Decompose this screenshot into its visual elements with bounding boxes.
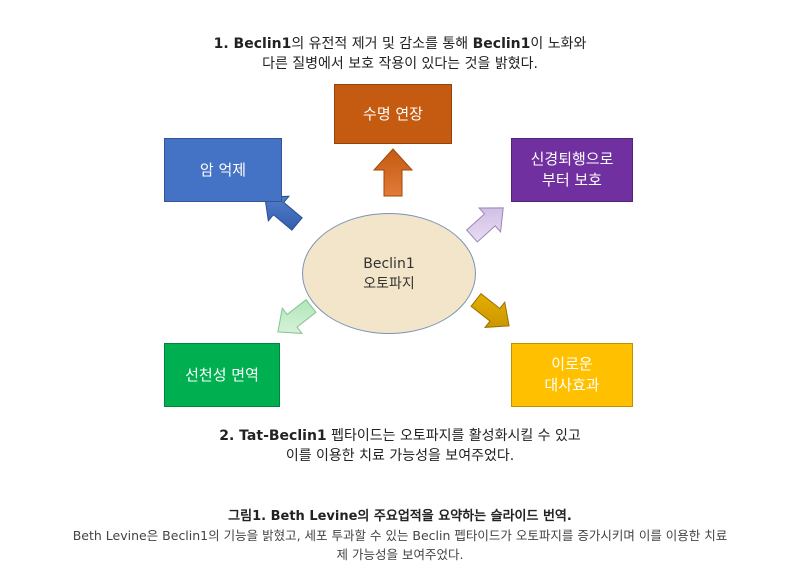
center-line2: 오토파지 [363,275,415,292]
center-line1: Beclin1 [363,255,415,272]
box-br-line2: 대사효과 [544,376,600,394]
center-ellipse: Beclin1 오토파지 [302,213,476,334]
box-neuroprotection: 신경퇴행으로 부터 보호 [511,138,633,202]
box-right-line1: 신경퇴행으로 [530,150,614,168]
box-left-label: 암 억제 [199,160,247,179]
box-br-line1: 이로운 [551,355,593,373]
arrow-down-left-icon [277,298,317,334]
mid-caption-line1: 2. Tat-Beclin1 펩타이드는 오토파지를 활성화시킬 수 있고 [219,428,581,444]
figure-description: Beth Levine은 Beclin1의 기능을 밝혔고, 세포 투과할 수 … [10,526,790,564]
arrow-up-right-icon [465,207,504,243]
box-innate-immunity: 선천성 면역 [164,343,280,407]
mid-caption-line2: 이를 이용한 치료 가능성을 보여주었다. [285,448,515,464]
box-lifespan-extension: 수명 연장 [334,84,452,144]
top-caption: 1. Beclin1의 유전적 제거 및 감소를 통해 Beclin1이 노화와… [100,34,700,74]
arrow-down-right-icon [470,292,510,328]
box-right-line2: 부터 보호 [542,171,602,189]
figure-desc-line1: Beth Levine은 Beclin1의 기능을 밝혔고, 세포 투과할 수 … [72,528,728,543]
arrow-up-icon [372,148,414,197]
figure-desc-line2: 제 가능성을 보여주었다. [336,547,464,562]
box-bl-label: 선천성 면역 [185,365,259,384]
mid-caption: 2. Tat-Beclin1 펩타이드는 오토파지를 활성화시킬 수 있고 이를… [100,426,700,466]
box-cancer-suppression: 암 억제 [164,138,282,202]
box-top-label: 수명 연장 [363,104,423,123]
top-caption-line2: 다른 질병에서 보호 작용이 있다는 것을 밝혔다. [262,56,538,72]
figure-title: 그림1. Beth Levine의 주요업적을 요약하는 슬라이드 번역. [228,509,572,524]
top-caption-line1: 1. Beclin1의 유전적 제거 및 감소를 통해 Beclin1이 노화와 [213,36,587,52]
box-metabolic-benefit: 이로운 대사효과 [511,343,633,407]
